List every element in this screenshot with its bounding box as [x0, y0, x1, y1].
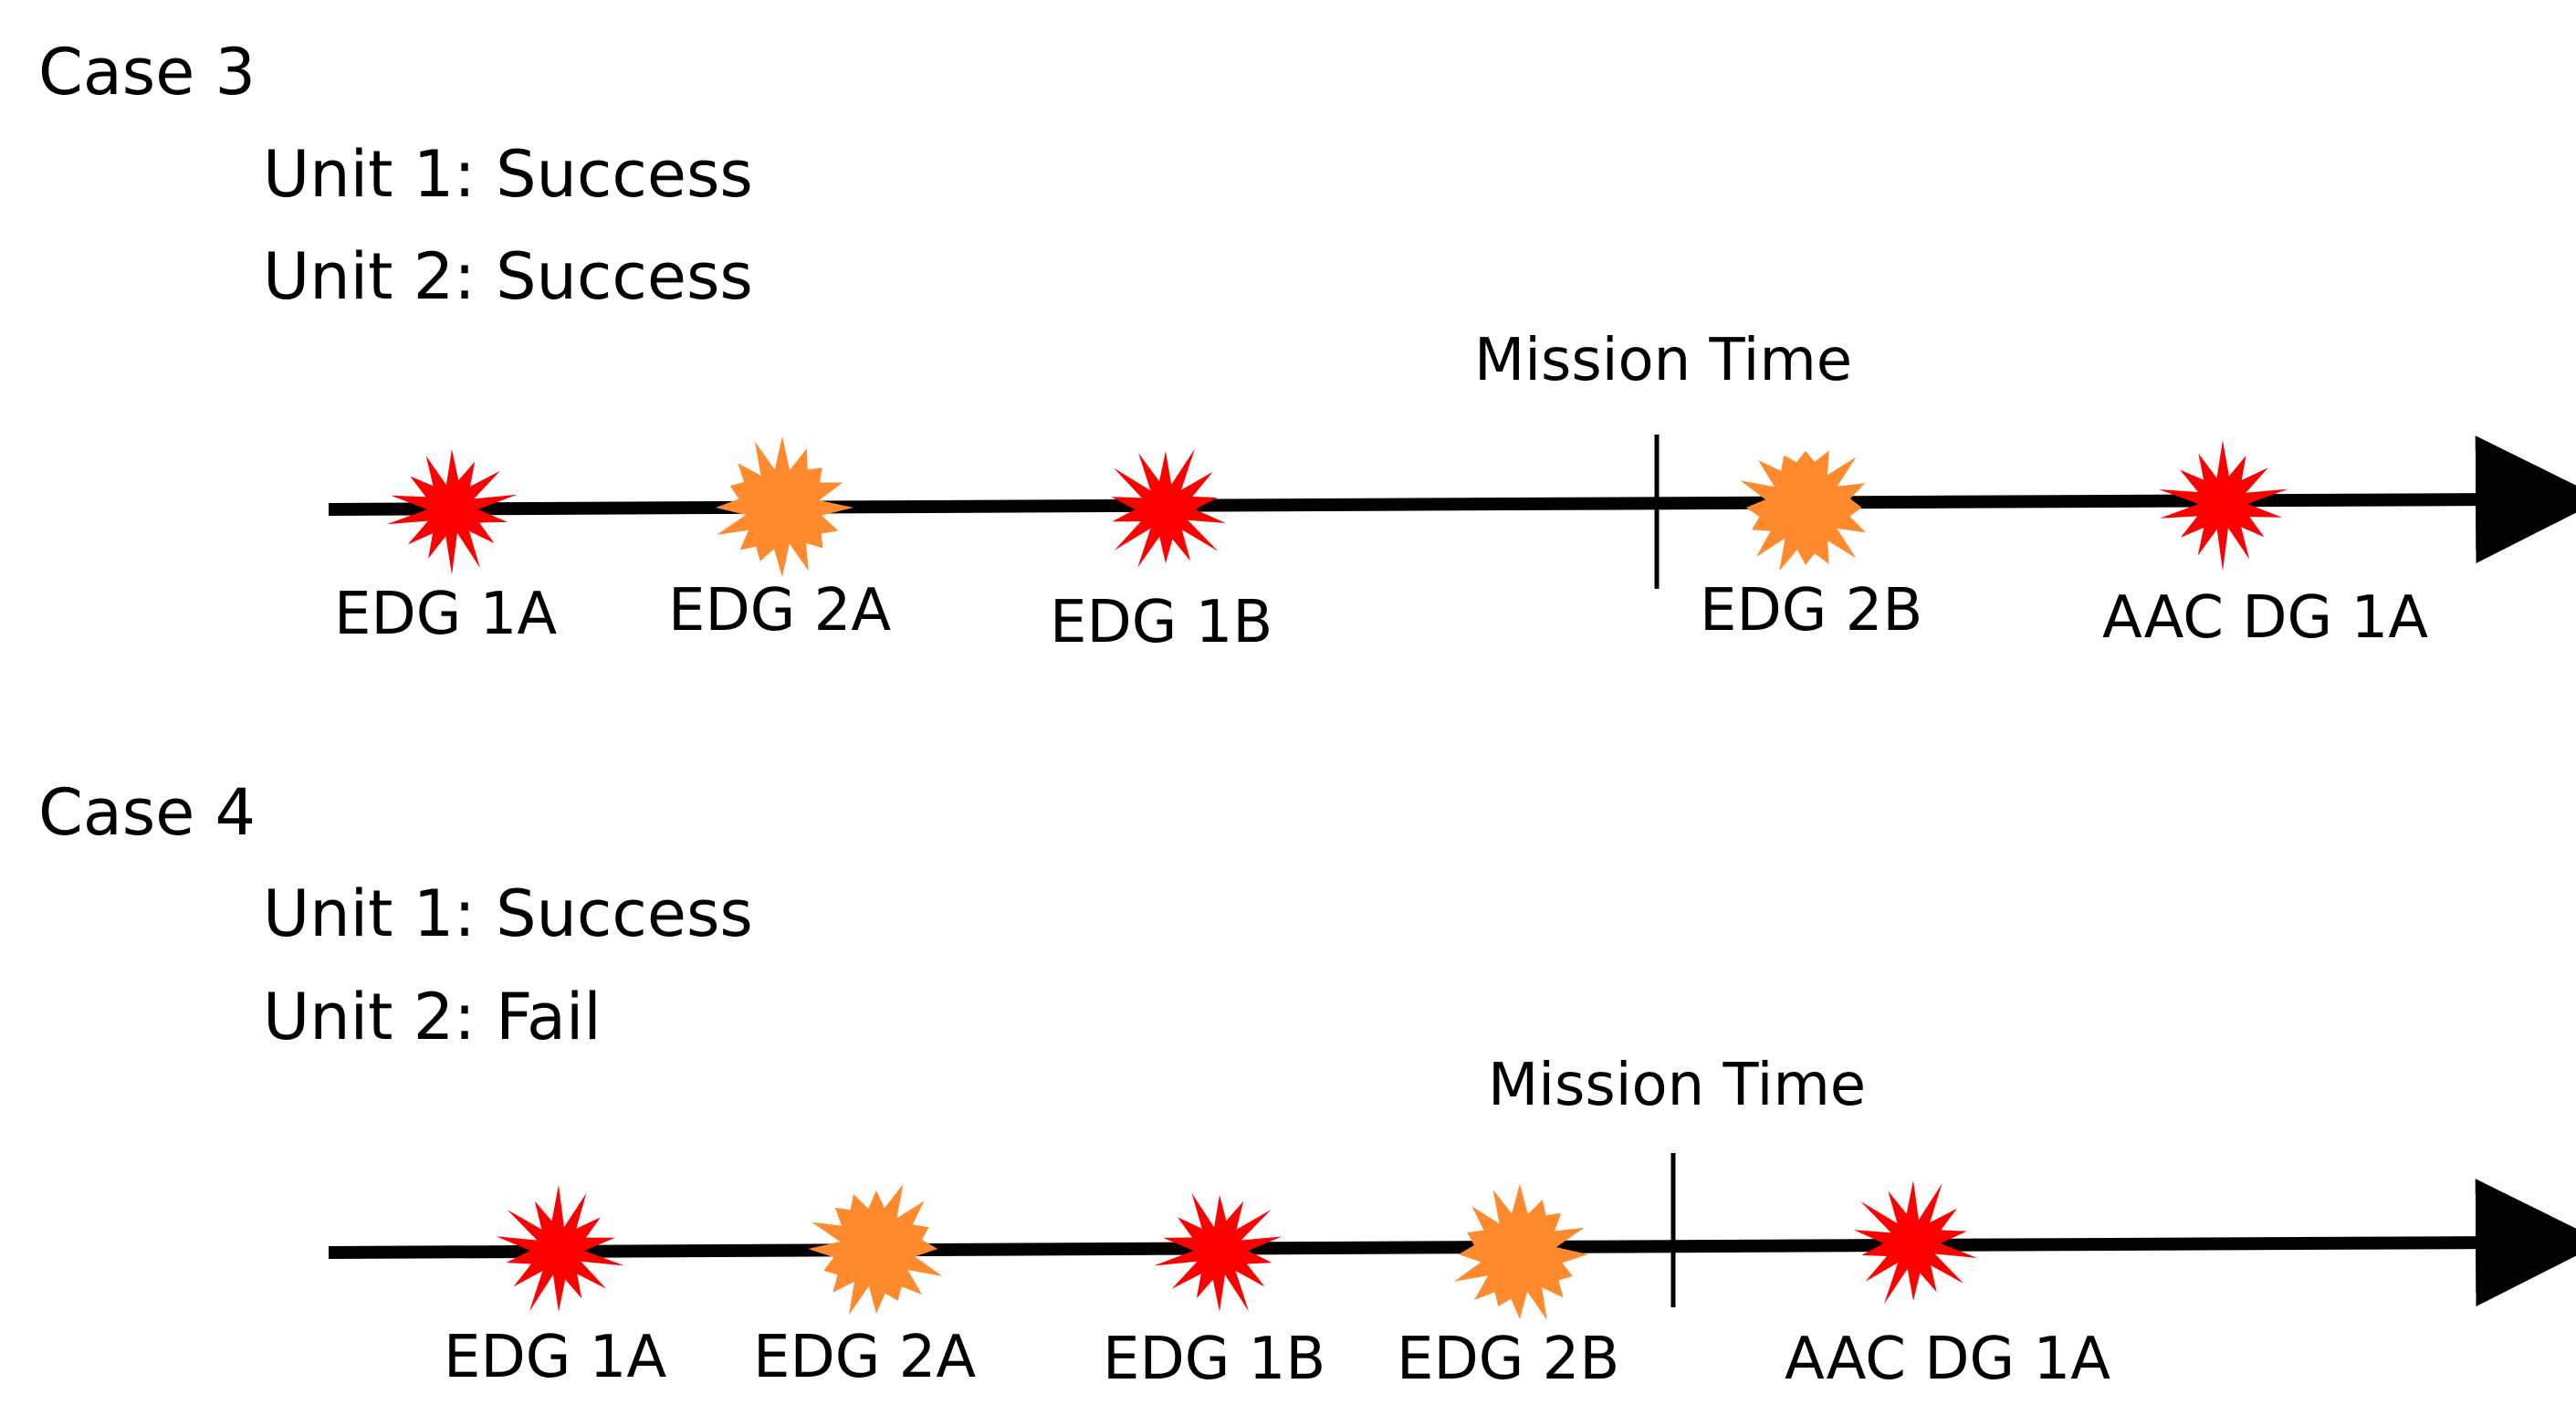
- case-3-mission-time-label: Mission Time: [1474, 327, 1852, 394]
- case-4-event-edg-2a-burst: [808, 1184, 943, 1316]
- case-4-unit-2-status: Unit 2: Fail: [263, 980, 602, 1054]
- case-4-group: Case 4 Unit 1: Success Unit 2: Fail Miss…: [38, 775, 2576, 1393]
- case-4-event-edg-1a-label: EDG 1A: [444, 1324, 666, 1391]
- case-4-event-edg-1a-burst: [496, 1184, 624, 1313]
- case-3-unit-2-status: Unit 2: Success: [263, 239, 753, 314]
- case-3-event-aac-dg-1a-label: AAC DG 1A: [2102, 584, 2428, 652]
- case-4-event-edg-1b-label: EDG 1B: [1103, 1326, 1325, 1393]
- case-3-event-aac-dg-1a-burst: [2158, 440, 2288, 571]
- case-4-event-edg-1b-burst: [1154, 1192, 1283, 1312]
- case-3-event-edg-2b-burst: [1740, 450, 1866, 571]
- case-3-timeline-axis: [328, 435, 2576, 564]
- case-4-event-edg-2b-burst: [1453, 1183, 1588, 1321]
- case-4-title: Case 4: [38, 775, 256, 850]
- case-3-event-edg-2a-burst: [716, 435, 853, 577]
- case-4-event-edg-2b-label: EDG 2B: [1397, 1326, 1619, 1393]
- case-3-title: Case 3: [38, 35, 256, 110]
- case-3-event-edg-2b-label: EDG 2B: [1700, 577, 1922, 645]
- case-3-event-edg-1a-burst: [386, 449, 518, 575]
- case-4-event-edg-2a-label: EDG 2A: [753, 1324, 976, 1391]
- case-4-event-aac-dg-1a-label: AAC DG 1A: [1785, 1326, 2110, 1393]
- case-4-mission-time-label: Mission Time: [1488, 1052, 1866, 1119]
- case-4-timeline-axis: [328, 1179, 2576, 1307]
- case-3-unit-1-status: Unit 1: Success: [263, 137, 753, 212]
- case-4-unit-1-status: Unit 1: Success: [263, 876, 753, 951]
- case-3-event-edg-1b-burst: [1111, 448, 1226, 568]
- case-3-event-edg-1b-label: EDG 1B: [1050, 589, 1272, 656]
- case-3-event-edg-1a-label: EDG 1A: [334, 581, 557, 648]
- case-4-event-aac-dg-1a-burst: [1854, 1180, 1978, 1305]
- case-3-group: Case 3 Unit 1: Success Unit 2: Success M…: [38, 35, 2576, 656]
- case-3-event-edg-2a-label: EDG 2A: [668, 577, 891, 645]
